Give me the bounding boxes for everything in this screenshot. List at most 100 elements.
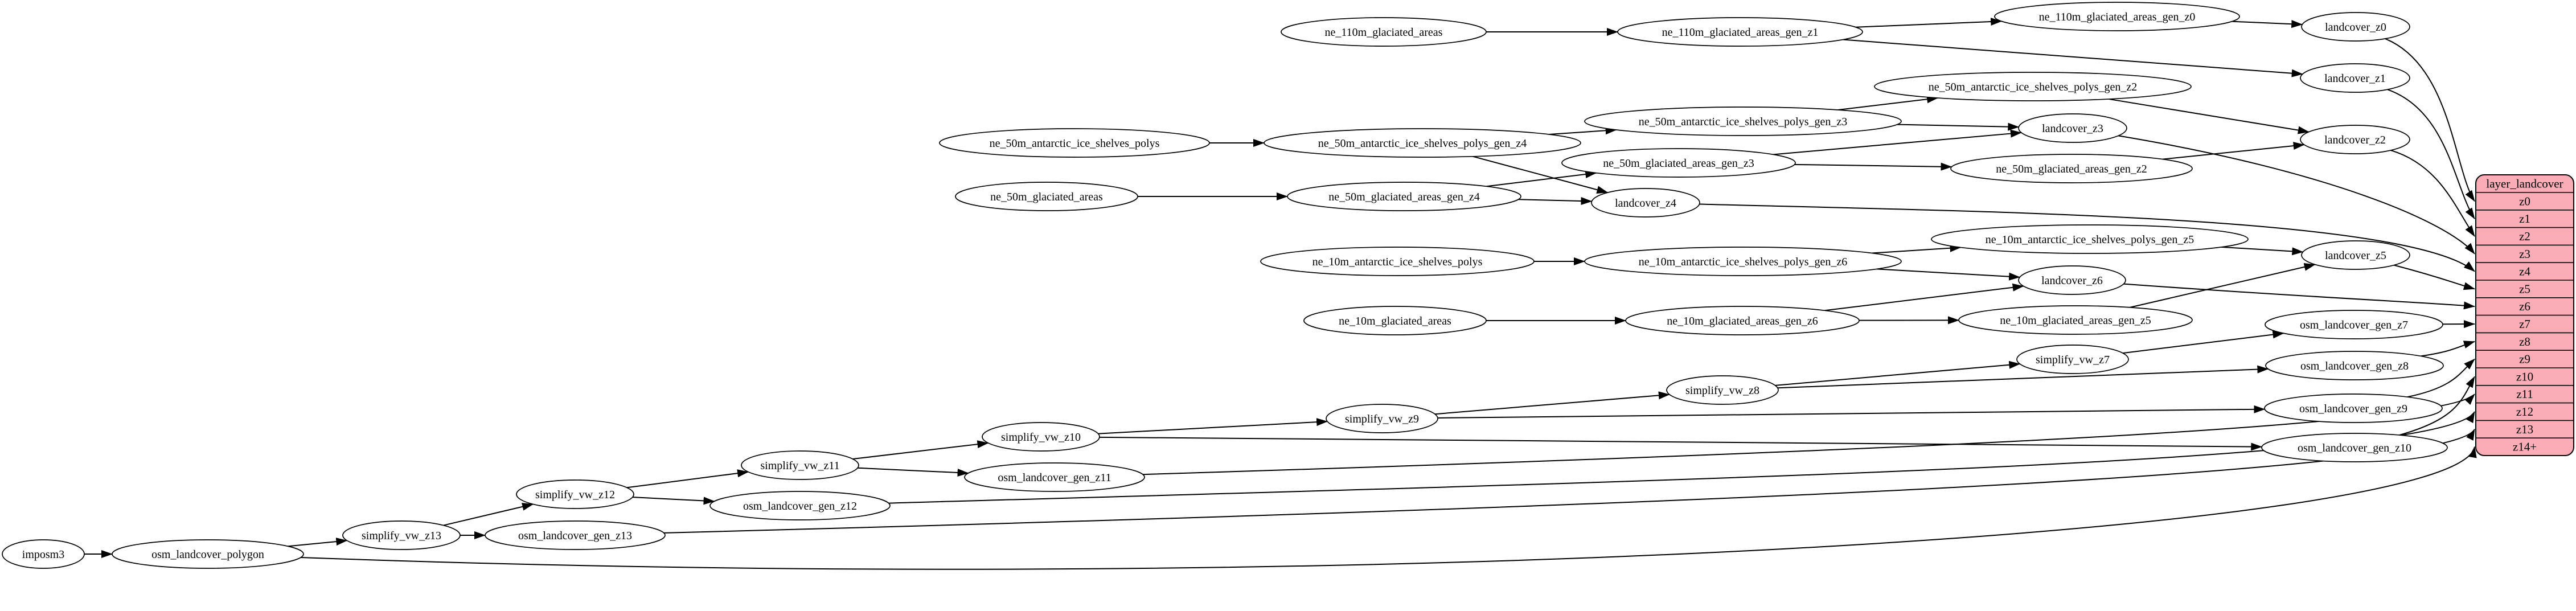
node-label-landcover_z2: landcover_z2 <box>2324 134 2386 146</box>
node-ellipse-ne_50m_glaciated_areas_gen_z2 <box>1950 154 2193 183</box>
edge-ne_10m_antarctic_ice_shelves_polys_gen_z6-to-ne_10m_antarctic_ice_shelves_polys_gen_z5 <box>1872 244 1962 254</box>
node-label-ne_50m_antarctic_ice_shelves_polys_gen_z4: ne_50m_antarctic_ice_shelves_polys_gen_z… <box>1318 137 1527 150</box>
node-ellipse-ne_10m_antarctic_ice_shelves_polys_gen_z5 <box>1931 224 2249 254</box>
edge-osm_landcover_gen_z12-to-layer_landcover.z12 <box>888 411 2475 504</box>
edge-simplify_vw_z8-to-simplify_vw_z7 <box>1775 360 2021 386</box>
node-label-ne_50m_glaciated_areas_gen_z4: ne_50m_glaciated_areas_gen_z4 <box>1328 191 1479 203</box>
node-ellipse-ne_10m_antarctic_ice_shelves_polys <box>1260 247 1535 276</box>
node-ne_50m_antarctic_ice_shelves_polys: ne_50m_antarctic_ice_shelves_polys <box>939 128 1210 158</box>
node-landcover_z2: landcover_z2 <box>2300 125 2410 154</box>
edge-simplify_vw_z11-to-simplify_vw_z10 <box>852 440 989 460</box>
table-row-z9: z9 <box>2519 352 2530 366</box>
node-ne_50m_antarctic_ice_shelves_polys_gen_z4: ne_50m_antarctic_ice_shelves_polys_gen_z… <box>1264 128 1581 158</box>
edge-simplify_vw_z7-to-osm_landcover_gen_z7 <box>2123 330 2284 354</box>
node-label-simplify_vw_z8: simplify_vw_z8 <box>1685 384 1759 397</box>
node-label-osm_landcover_gen_z12: osm_landcover_gen_z12 <box>743 500 857 512</box>
table-row-z4: z4 <box>2519 265 2530 278</box>
node-ellipse-simplify_vw_z11 <box>741 450 859 480</box>
node-ellipse-simplify_vw_z10 <box>982 422 1100 452</box>
edge-simplify_vw_z12-to-simplify_vw_z11 <box>626 469 749 489</box>
edge-simplify_vw_z8-to-osm_landcover_gen_z8 <box>1777 365 2269 389</box>
node-label-ne_50m_antarctic_ice_shelves_polys_gen_z2: ne_50m_antarctic_ice_shelves_polys_gen_z… <box>1929 81 2138 93</box>
node-landcover_z0: landcover_z0 <box>2301 12 2410 42</box>
node-label-osm_landcover_gen_z8: osm_landcover_gen_z8 <box>2300 360 2409 372</box>
edge-ne_10m_antarctic_ice_shelves_polys_gen_z6-to-landcover_z6 <box>1876 268 2021 281</box>
table-row-z14+: z14+ <box>2513 440 2537 454</box>
node-simplify_vw_z8: simplify_vw_z8 <box>1666 375 1779 405</box>
edge-ne_50m_antarctic_ice_shelves_polys_gen_z4-to-landcover_z4 <box>1472 155 1609 194</box>
node-ellipse-ne_10m_glaciated_areas <box>1303 306 1487 335</box>
edge-simplify_vw_z10-to-osm_landcover_gen_z10 <box>1099 436 2263 451</box>
edge-simplify_vw_z10-to-simplify_vw_z9 <box>1098 418 1328 434</box>
node-osm_landcover_gen_z7: osm_landcover_gen_z7 <box>2265 310 2443 339</box>
edge-ne_10m_glaciated_areas_gen_z6-to-landcover_z6 <box>1824 283 2024 311</box>
node-label-landcover_z6: landcover_z6 <box>2041 274 2103 287</box>
node-landcover_z6: landcover_z6 <box>2018 265 2126 295</box>
node-ellipse-simplify_vw_z13 <box>342 520 461 550</box>
node-label-landcover_z3: landcover_z3 <box>2042 122 2103 135</box>
node-simplify_vw_z11: simplify_vw_z11 <box>741 450 859 480</box>
edge-ne_10m_antarctic_ice_shelves_polys_gen_z5-to-landcover_z5 <box>2221 246 2304 256</box>
node-ne_10m_antarctic_ice_shelves_polys_gen_z6: ne_10m_antarctic_ice_shelves_polys_gen_z… <box>1584 247 1902 276</box>
edge-simplify_vw_z13-to-simplify_vw_z12 <box>443 502 534 526</box>
table-row-z5: z5 <box>2519 282 2530 296</box>
node-label-landcover_z4: landcover_z4 <box>1615 197 1676 210</box>
table-layer_landcover: layer_landcoverz0z1z2z3z4z5z6z7z8z9z10z1… <box>2475 174 2574 456</box>
edge-simplify_vw_z11-to-osm_landcover_gen_z11 <box>858 467 969 477</box>
node-ellipse-ne_10m_glaciated_areas_gen_z5 <box>1958 305 2193 335</box>
node-label-simplify_vw_z10: simplify_vw_z10 <box>1001 431 1081 444</box>
node-ellipse-landcover_z2 <box>2300 125 2410 154</box>
node-simplify_vw_z13: simplify_vw_z13 <box>342 520 461 550</box>
edge-ne_10m_glaciated_areas_gen_z5-to-landcover_z5 <box>2130 263 2316 308</box>
table-row-z12: z12 <box>2516 405 2533 419</box>
table-row-z10: z10 <box>2516 370 2533 383</box>
node-ellipse-landcover_z1 <box>2300 63 2410 93</box>
node-ellipse-osm_landcover_gen_z7 <box>2265 310 2443 339</box>
node-label-imposm3: imposm3 <box>22 548 64 561</box>
table-title: layer_landcover <box>2486 177 2563 191</box>
table-row-z0: z0 <box>2519 194 2530 208</box>
node-simplify_vw_z12: simplify_vw_z12 <box>516 479 634 509</box>
edge-osm_landcover_gen_z13-to-layer_landcover.z13 <box>663 428 2475 534</box>
node-label-landcover_z0: landcover_z0 <box>2325 21 2386 34</box>
node-ellipse-simplify_vw_z12 <box>516 479 634 509</box>
edge-simplify_vw_z9-to-osm_landcover_gen_z9 <box>1437 405 2266 419</box>
node-ne_10m_glaciated_areas_gen_z6: ne_10m_glaciated_areas_gen_z6 <box>1625 306 1860 335</box>
node-ellipse-ne_10m_antarctic_ice_shelves_polys_gen_z6 <box>1584 247 1902 276</box>
edge-landcover_z3-to-layer_landcover.z3 <box>2118 135 2475 255</box>
node-ellipse-ne_10m_glaciated_areas_gen_z6 <box>1625 306 1860 335</box>
node-ellipse-ne_110m_glaciated_areas_gen_z1 <box>1617 17 1863 47</box>
node-label-ne_10m_antarctic_ice_shelves_polys: ne_10m_antarctic_ice_shelves_polys <box>1312 256 1483 268</box>
node-label-osm_landcover_gen_z10: osm_landcover_gen_z10 <box>2298 442 2411 454</box>
node-ellipse-simplify_vw_z7 <box>2016 345 2129 374</box>
node-simplify_vw_z7: simplify_vw_z7 <box>2016 345 2129 374</box>
table-row-z6: z6 <box>2519 300 2530 313</box>
node-label-ne_10m_antarctic_ice_shelves_polys_gen_z6: ne_10m_antarctic_ice_shelves_polys_gen_z… <box>1639 256 1848 268</box>
table-row-z11: z11 <box>2516 387 2533 401</box>
node-ne_110m_glaciated_areas_gen_z0: ne_110m_glaciated_areas_gen_z0 <box>1994 2 2240 31</box>
edge-ne_110m_glaciated_areas_gen_z1-to-ne_110m_glaciated_areas_gen_z0 <box>1855 18 2003 28</box>
edge-osm_landcover_polygon-to-layer_landcover.z14+ <box>301 446 2477 570</box>
node-ellipse-ne_110m_glaciated_areas <box>1281 17 1487 47</box>
edge-ne_50m_glaciated_areas_gen_z3-to-landcover_z3 <box>1773 129 2022 155</box>
node-ellipse-osm_landcover_gen_z9 <box>2264 393 2443 423</box>
node-label-simplify_vw_z7: simplify_vw_z7 <box>2036 354 2110 366</box>
edge-simplify_vw_z12-to-osm_landcover_gen_z12 <box>632 497 715 505</box>
edge-simplify_vw_z9-to-simplify_vw_z8 <box>1435 391 1670 415</box>
node-ellipse-osm_landcover_gen_z13 <box>485 520 666 550</box>
node-label-osm_landcover_gen_z13: osm_landcover_gen_z13 <box>518 530 632 542</box>
edge-ne_50m_antarctic_ice_shelves_polys_gen_z4-to-ne_50m_antarctic_ice_shelves_polys_gen_z3 <box>1549 126 1617 135</box>
node-ellipse-simplify_vw_z9 <box>1326 404 1438 433</box>
node-ne_110m_glaciated_areas: ne_110m_glaciated_areas <box>1281 17 1487 47</box>
edges-layer <box>84 18 2477 570</box>
node-landcover_z3: landcover_z3 <box>2018 113 2127 143</box>
node-label-simplify_vw_z12: simplify_vw_z12 <box>535 489 615 501</box>
node-label-ne_110m_glaciated_areas_gen_z0: ne_110m_glaciated_areas_gen_z0 <box>2039 11 2196 23</box>
node-ne_50m_glaciated_areas_gen_z3: ne_50m_glaciated_areas_gen_z3 <box>1561 148 1796 178</box>
node-ellipse-ne_50m_antarctic_ice_shelves_polys_gen_z3 <box>1584 106 1902 136</box>
node-ne_50m_glaciated_areas: ne_50m_glaciated_areas <box>955 182 1138 211</box>
node-osm_landcover_polygon: osm_landcover_polygon <box>112 539 304 569</box>
node-label-ne_10m_antarctic_ice_shelves_polys_gen_z5: ne_10m_antarctic_ice_shelves_polys_gen_z… <box>1986 233 2194 246</box>
node-osm_landcover_gen_z8: osm_landcover_gen_z8 <box>2265 351 2444 380</box>
